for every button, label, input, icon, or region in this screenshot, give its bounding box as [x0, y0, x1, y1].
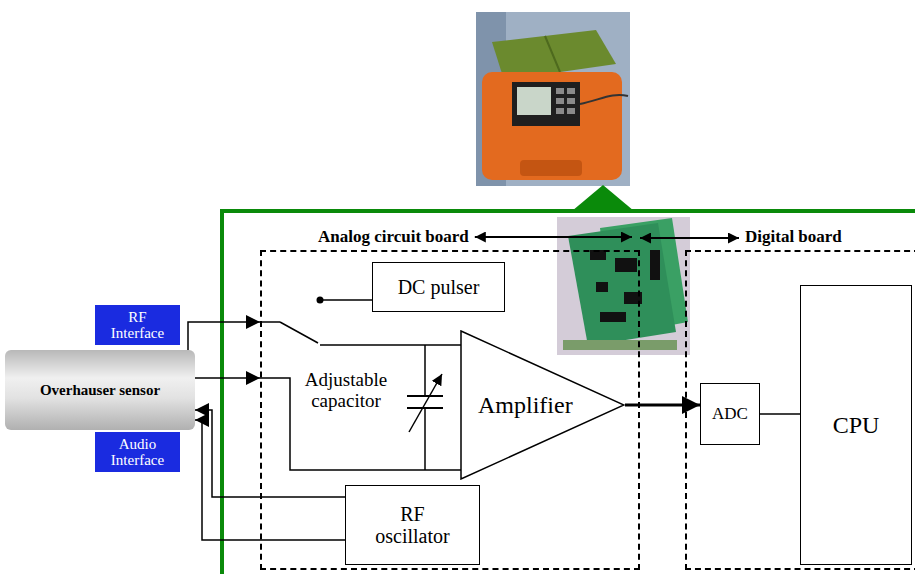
- callout-arrow: [475, 236, 632, 238]
- interface-tag: Audio Interface: [95, 432, 180, 472]
- photo-background: [476, 12, 630, 186]
- chip: [600, 312, 626, 322]
- process-box: RF oscillator: [345, 485, 480, 565]
- signal-wire: [195, 420, 345, 540]
- instrument-key: [567, 108, 575, 114]
- callout-arrow: [640, 237, 739, 239]
- variable-arrow: [409, 374, 442, 432]
- enclosure-outline: [222, 211, 915, 574]
- node-label: CPU: [833, 412, 880, 438]
- instrument-key: [567, 98, 575, 104]
- instrument-key: [556, 108, 564, 114]
- sensor-photo: Overhauser sensor: [5, 350, 195, 430]
- board-heading: Digital board: [745, 228, 842, 247]
- node-label: Amplifier: [478, 392, 573, 418]
- circuit-board-front: [568, 223, 676, 346]
- node-label: Overhauser sensor: [40, 382, 160, 399]
- wire: [320, 299, 372, 301]
- node-label: Audio Interface: [107, 436, 169, 469]
- instrument-key: [567, 88, 575, 94]
- instrument-case: [482, 72, 622, 180]
- interface-tag: RF Interface: [95, 305, 180, 345]
- board-base: [563, 340, 677, 350]
- instrument-cable: [580, 95, 628, 104]
- wire: [424, 408, 426, 470]
- capacitor-plate: [407, 395, 443, 397]
- wire: [320, 344, 461, 346]
- node-label: DC pulser: [398, 276, 480, 298]
- wire: [424, 345, 426, 396]
- lid-seam: [545, 36, 560, 72]
- instrument-panel: [512, 82, 580, 126]
- instrument-key: [556, 88, 564, 94]
- board-heading: Analog circuit board: [318, 228, 469, 247]
- signal-wire: [188, 322, 260, 350]
- instrument-key: [556, 98, 564, 104]
- enclosure-pointer: [572, 185, 634, 211]
- chip: [615, 258, 637, 272]
- process-box: DC pulser: [372, 262, 505, 312]
- process-box: ADC: [700, 383, 760, 445]
- switch-blade: [280, 322, 318, 343]
- signal-arrow: [625, 404, 700, 407]
- signal-wire: [195, 377, 260, 379]
- connector-strip: [650, 250, 660, 280]
- node-label: RF Interface: [107, 309, 169, 342]
- process-box: CPU: [800, 285, 912, 565]
- case-handle: [520, 160, 582, 176]
- board-region: Digital boardADCCPU: [685, 250, 915, 570]
- signal-wire: [195, 410, 345, 497]
- component-label: Adjustable capacitor: [298, 370, 394, 412]
- amplifier-symbol: [461, 331, 624, 479]
- chip: [596, 282, 608, 292]
- node-label: ADC: [712, 405, 748, 424]
- instrument-screen: [517, 87, 551, 115]
- amplifier-triangle: Amplifier: [460, 330, 625, 480]
- wire: [260, 321, 280, 323]
- signal-wire: [760, 413, 800, 415]
- node-label: RF oscillator: [367, 503, 459, 547]
